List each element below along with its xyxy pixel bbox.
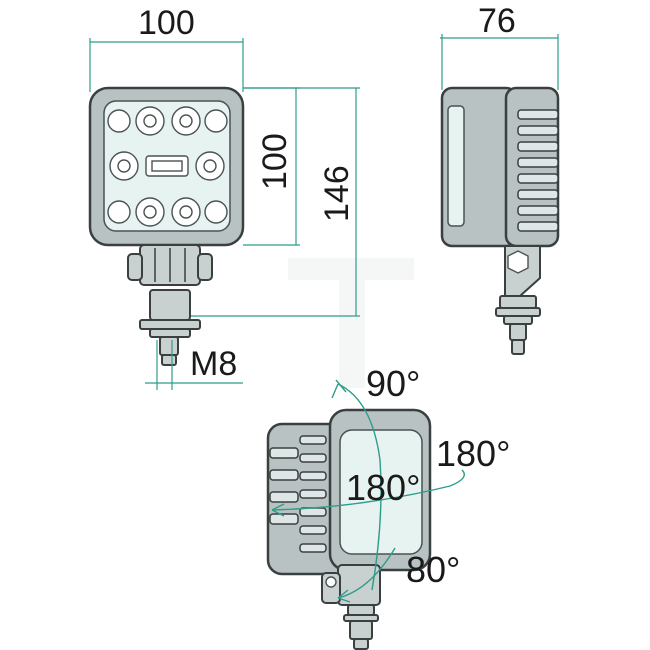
- led-array: [107, 106, 228, 227]
- rotation-view: 90° 180° 180° 80°: [266, 363, 510, 650]
- total-height-dimension-label: 146: [318, 165, 356, 222]
- tilt-up-angle-label: 90°: [366, 363, 420, 404]
- rotate-face-angle-label: 180°: [346, 467, 420, 508]
- side-view: 76: [440, 2, 560, 355]
- height-dimension-label: 100: [256, 133, 294, 190]
- depth-dimension-label: 76: [478, 2, 516, 40]
- watermark-logo: [288, 258, 414, 388]
- rotation-view-fins: [269, 435, 327, 553]
- tilt-down-angle-label: 80°: [406, 549, 460, 590]
- thread-dimension-label: M8: [190, 345, 237, 383]
- width-dimension-label: 100: [138, 4, 195, 42]
- rotate-side-angle-label: 180°: [436, 433, 510, 474]
- cooling-fins: [517, 109, 559, 232]
- front-view: 100 100 146: [88, 4, 360, 390]
